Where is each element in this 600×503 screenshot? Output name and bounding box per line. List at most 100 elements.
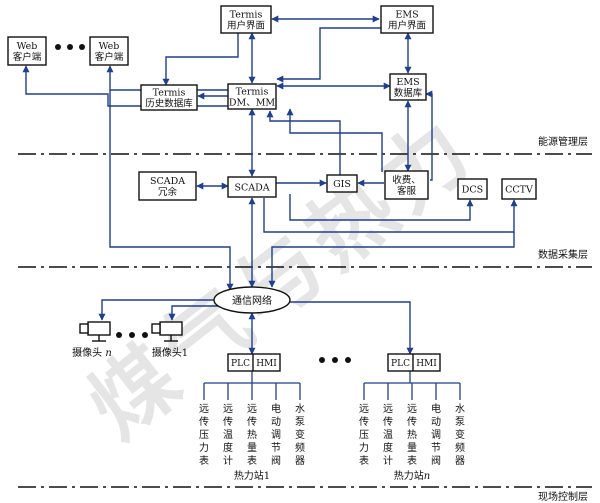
device-label-char: 传	[407, 416, 417, 428]
layer-dividers	[18, 153, 592, 488]
termis-dm-label: Termis	[236, 87, 269, 98]
link-emsui-dm	[276, 27, 392, 83]
field-layer-label: 现场控制层	[538, 490, 588, 503]
device-label-char: 量	[407, 442, 417, 454]
device-label-char: 表	[199, 454, 209, 467]
device-label-char: 器	[295, 455, 305, 467]
stationn-name: 热力站n	[394, 469, 430, 482]
billing-box: 收费、客服	[384, 170, 429, 200]
camera-icon	[151, 321, 183, 342]
device-label-char: 量	[247, 442, 257, 454]
device-label-char: 变	[455, 428, 465, 441]
device-label-char: 表	[247, 454, 257, 467]
device-label-char: 频	[295, 441, 305, 454]
device-label-char: 节	[431, 442, 441, 454]
device-label-char: 热	[407, 428, 417, 441]
web1-label: 客户端	[13, 51, 42, 63]
device-label-char: 水	[295, 403, 305, 415]
billing-label: 收费、	[392, 174, 421, 186]
device-label-char: 力	[199, 441, 209, 454]
gis-box: GIS	[326, 174, 358, 193]
link-network-stationn	[290, 301, 414, 355]
device-label-char: 表	[407, 454, 417, 467]
device-label-char: 泵	[295, 416, 305, 428]
camera-icon	[79, 321, 111, 342]
link-gis-dm	[266, 110, 341, 176]
device-label-char: 热	[247, 428, 257, 441]
scada-redundant-label: SCADA	[150, 176, 185, 187]
device-label-char: 压	[359, 429, 369, 441]
cctv-box: CCTV	[501, 178, 537, 200]
scada-label: SCADA	[234, 183, 269, 194]
device-label-char: 远	[359, 403, 369, 415]
device-label-char: 表	[359, 454, 369, 467]
ems-ui-label: EMS	[395, 10, 418, 21]
device-label-char: 温	[383, 429, 393, 441]
plc1-label: PLC	[231, 359, 250, 369]
device-label-char: 泵	[455, 416, 465, 428]
ellipsis-dots	[55, 44, 351, 363]
energy-layer-label: 能源管理层	[538, 135, 588, 148]
device-label-char: 力	[359, 441, 369, 454]
component-boxes: Web客户端Web客户端Termis用户界面EMS用户界面Termis历史数据库…	[7, 5, 537, 372]
ems-db-label: 数据库	[394, 87, 423, 99]
connections	[22, 15, 518, 355]
dcs-box: DCS	[457, 178, 488, 200]
hmi1-label: HMI	[256, 359, 277, 369]
camera-n-label: 摄像头 n	[72, 346, 112, 359]
device-label-char: 传	[359, 416, 369, 428]
device-label-char: 远	[223, 403, 233, 415]
gis-label: GIS	[333, 179, 351, 190]
device-label-char: 计	[223, 454, 233, 467]
device-label-char: 节	[271, 442, 281, 454]
scada-box: SCADA	[227, 176, 277, 198]
device-label-char: 压	[199, 429, 209, 441]
device-label-char: 变	[295, 428, 305, 441]
termis-hist-label: 历史数据库	[145, 98, 193, 110]
device-label-char: 水	[455, 403, 465, 415]
device-label-char: 频	[455, 441, 465, 454]
link-web-network	[109, 90, 234, 291]
web2-label: 客户端	[95, 51, 124, 63]
cctv-label: CCTV	[505, 185, 533, 196]
device-label-char: 电	[431, 402, 441, 415]
web1-label: Web	[17, 41, 38, 52]
network-label: 通信网络	[232, 294, 272, 307]
device-label-char: 器	[455, 455, 465, 467]
termis-ui-label: Termis	[230, 10, 263, 21]
link-termisui-hist	[162, 33, 239, 86]
link-scada-dcs	[289, 194, 474, 221]
device-label-char: 调	[431, 429, 441, 441]
device-label-char: 度	[383, 441, 393, 454]
device-label-char: 传	[383, 416, 393, 428]
billing-label: 客服	[397, 185, 417, 197]
device-label-char: 温	[223, 429, 233, 441]
link-network-camn	[98, 299, 216, 321]
device-label-char: 传	[199, 416, 209, 428]
device-label-char: 远	[383, 403, 393, 415]
device-label-char: 远	[247, 403, 257, 415]
device-label-char: 调	[271, 429, 281, 441]
station-buses	[203, 371, 461, 400]
device-label-char: 远	[199, 403, 209, 415]
plc1-hmi-box: PLC HMI	[227, 353, 281, 372]
scada-redundant-label: 冗余	[158, 186, 178, 198]
device-label-char: 传	[247, 416, 257, 428]
ems-db-label: EMS	[396, 77, 419, 88]
link-cctv-network	[268, 232, 515, 288]
acquisition-layer-label: 数据采集层	[538, 248, 588, 261]
device-label-char: 动	[271, 416, 281, 428]
station1-name: 热力站1	[234, 469, 270, 482]
device-label-char: 度	[223, 441, 233, 454]
